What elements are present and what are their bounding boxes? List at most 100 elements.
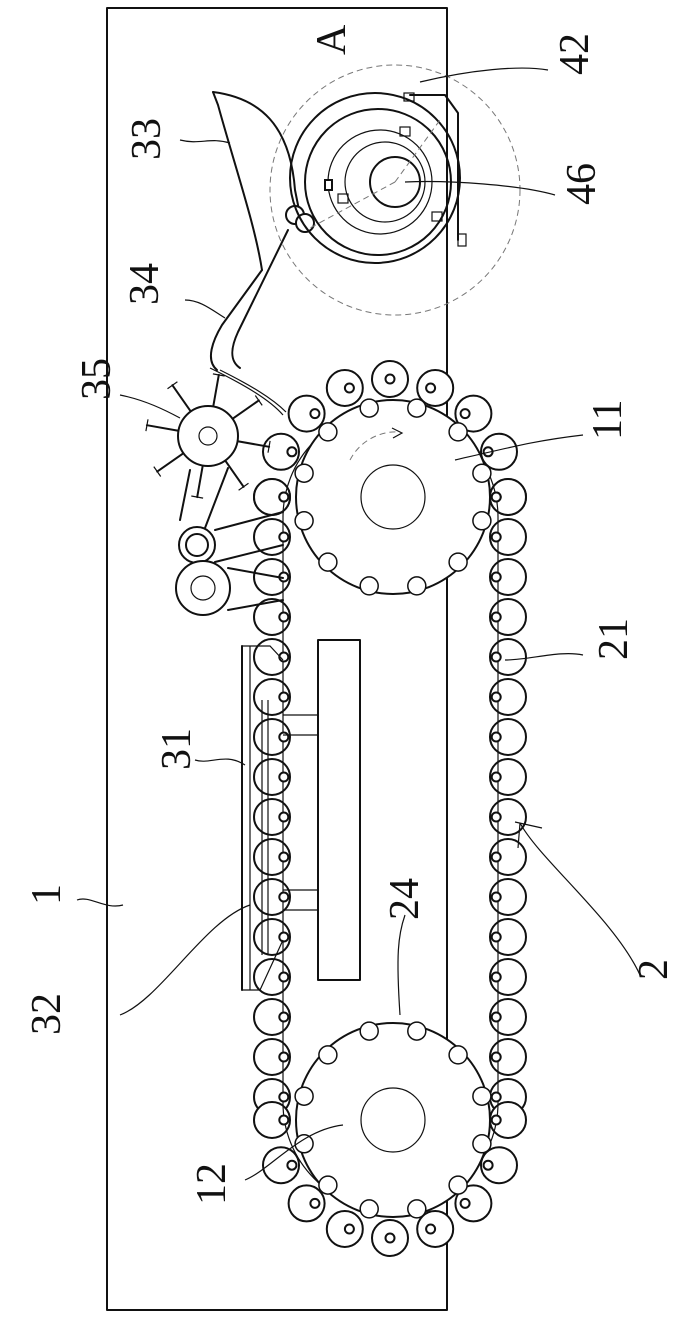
track-pin [279, 493, 288, 502]
track-pin [492, 1013, 501, 1022]
track-pin [279, 533, 288, 542]
track-pin [461, 409, 470, 418]
label-31: 31 [154, 728, 200, 770]
track-pin [426, 384, 435, 393]
sprocket-notch [295, 512, 313, 530]
sprocket-notch [360, 399, 378, 417]
track-pin [492, 613, 501, 622]
sprocket-notch [319, 1046, 337, 1064]
track-pin [492, 933, 501, 942]
support-block [318, 640, 360, 980]
track-pin [386, 375, 395, 384]
track-pin [492, 533, 501, 542]
label-12: 12 [189, 1163, 235, 1205]
wheel-spike [147, 425, 181, 431]
spike-tip [239, 483, 249, 490]
sprocket-notch [449, 1176, 467, 1194]
track-pin [492, 1053, 501, 1062]
track-pin [279, 1013, 288, 1022]
wheel-spike [157, 452, 185, 472]
drive-sprocket-11 [295, 399, 491, 595]
track-pin [279, 1053, 288, 1062]
sprocket-notch [408, 577, 426, 595]
wheel-spike [197, 464, 203, 498]
track-pin [492, 653, 501, 662]
track-pin [279, 853, 288, 862]
sprocket-notch [319, 423, 337, 441]
track-pin [492, 893, 501, 902]
sprocket-notch [449, 553, 467, 571]
label-11: 11 [585, 400, 631, 440]
track-pin [492, 493, 501, 502]
track-pin [492, 1093, 501, 1102]
sprocket-notch [319, 553, 337, 571]
label-33: 33 [124, 118, 170, 160]
sprocket-notch [408, 1200, 426, 1218]
track-pin [492, 813, 501, 822]
track-pin [345, 1225, 354, 1234]
sprocket-notch [360, 1022, 378, 1040]
track-pin [279, 813, 288, 822]
track-pin [287, 1161, 296, 1170]
label-A: A [309, 24, 355, 55]
track-pin [279, 613, 288, 622]
sprocket-notch [360, 1200, 378, 1218]
track-pin [310, 409, 319, 418]
track-pin [484, 1161, 493, 1170]
track-pin [279, 893, 288, 902]
sprocket-notch [408, 399, 426, 417]
label-1: 1 [24, 884, 70, 905]
sprocket-notch [449, 423, 467, 441]
wheel-spike [213, 375, 219, 409]
track-pin [492, 573, 501, 582]
track-pin [279, 933, 288, 942]
disc-mechanism [270, 65, 520, 315]
label-32: 32 [24, 993, 70, 1035]
spike-tip [154, 467, 161, 477]
sprocket-notch [360, 577, 378, 595]
track-pin [279, 693, 288, 702]
wheel-spike [172, 385, 192, 413]
label-34: 34 [122, 263, 168, 305]
sprocket-notch [473, 512, 491, 530]
track-pin [492, 853, 501, 862]
hopper-33 [211, 92, 300, 370]
track-pin [310, 1199, 319, 1208]
label-21: 21 [591, 618, 637, 660]
label-46: 46 [559, 163, 605, 205]
track-pin [426, 1225, 435, 1234]
sprocket-notch [473, 1135, 491, 1153]
sprocket-notch [295, 1087, 313, 1105]
label-2: 2 [631, 959, 675, 980]
label-42: 42 [552, 33, 598, 75]
label-24: 24 [382, 878, 428, 920]
track-pin [492, 733, 501, 742]
sprocket-notch [408, 1022, 426, 1040]
sprocket-notch [473, 464, 491, 482]
track-pin [492, 773, 501, 782]
label-35: 35 [74, 358, 120, 400]
spike-tip [168, 382, 178, 389]
track-pin [279, 973, 288, 982]
track-pin [492, 1116, 501, 1125]
track-pin [461, 1199, 470, 1208]
sprocket-notch [319, 1176, 337, 1194]
track-pin [492, 973, 501, 982]
track-pin [287, 447, 296, 456]
leader-lines [77, 68, 640, 1180]
wheel-spike [231, 400, 259, 420]
sprocket-notch [449, 1046, 467, 1064]
spiked-wheel-35 [146, 368, 286, 498]
track-pin [279, 773, 288, 782]
track-pin [279, 1116, 288, 1125]
track-pin [279, 733, 288, 742]
driven-sprocket-12 [295, 1022, 491, 1218]
track-pin [345, 384, 354, 393]
track-pin [492, 693, 501, 702]
sprocket-notch [295, 464, 313, 482]
track-pin [279, 1093, 288, 1102]
sprocket-notch [473, 1087, 491, 1105]
track-pin [386, 1234, 395, 1243]
